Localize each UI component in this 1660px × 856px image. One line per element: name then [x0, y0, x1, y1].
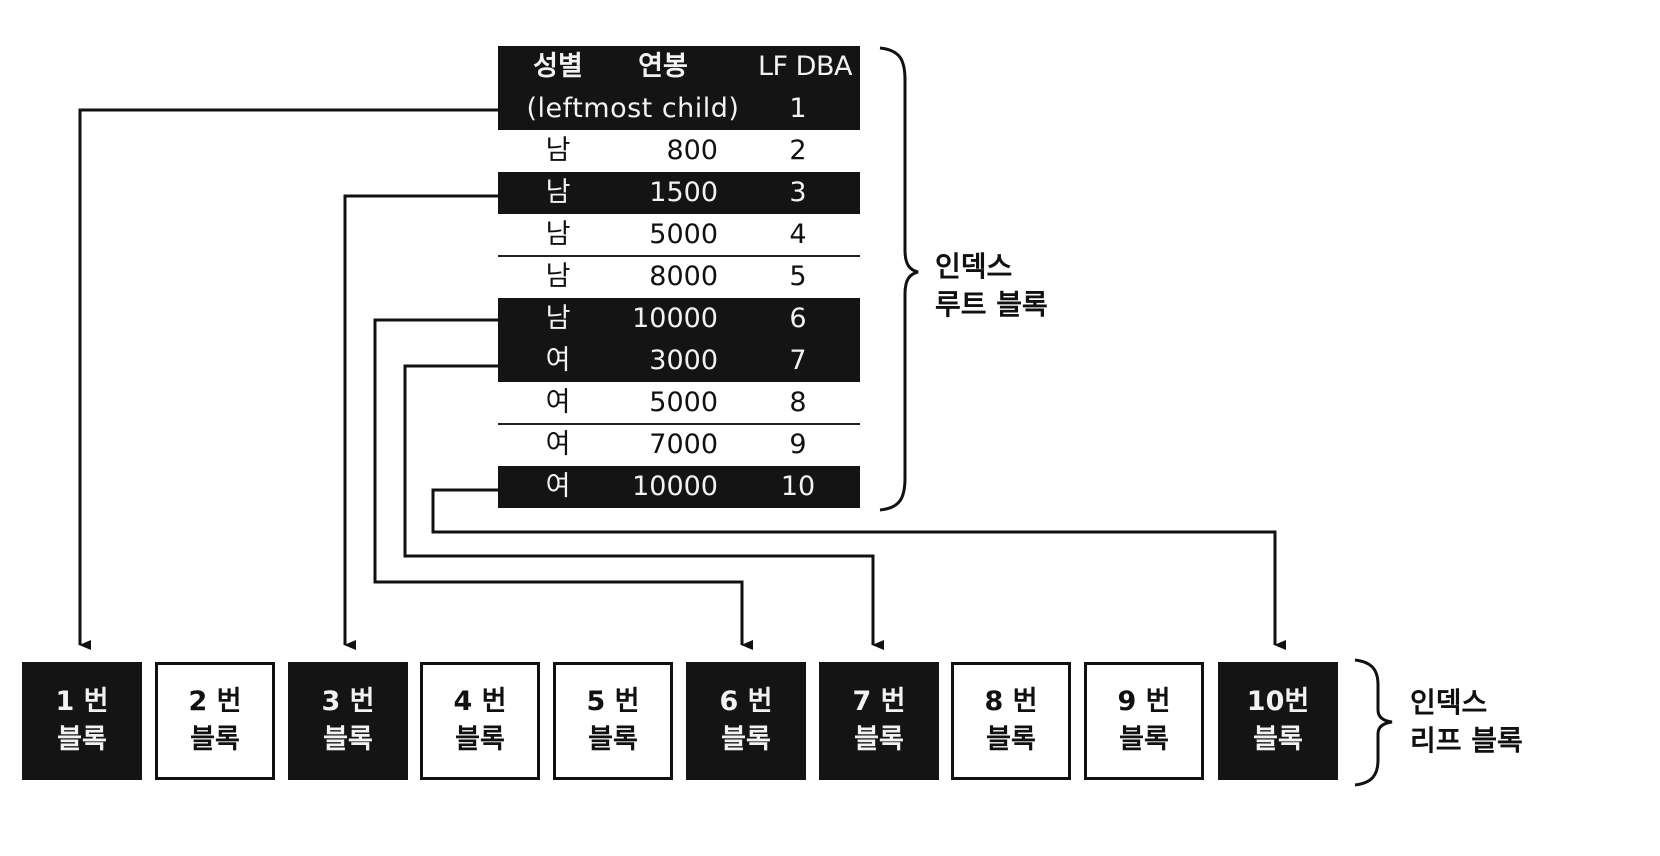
leaf-block-number: 3 번 [321, 686, 375, 717]
pointer-arrow-row-1500-to-block-3 [343, 194, 500, 650]
leaf-block-word: 블록 [854, 724, 904, 755]
root-table-row: 여 5000 8 [498, 382, 860, 424]
leaf-block-number: 9 번 [1117, 686, 1171, 717]
root-table-row: 남 5000 4 [498, 214, 860, 256]
leaf-block-word: 블록 [190, 724, 240, 755]
header-salary: 연봉 [638, 51, 688, 82]
row-salary: 10000 [632, 471, 718, 502]
row-gender: 남 [545, 135, 571, 166]
leaf-block-word: 블록 [1253, 724, 1303, 755]
pointer-arrow-row-10000m-to-block-6 [373, 318, 753, 650]
root-rows: 남 800 2 남 1500 3 남 5000 4 남 8000 5 남 10000 6 여 3000 7 여 500… [498, 130, 860, 508]
header-gender: 성별 [533, 51, 583, 82]
leaf-block-word: 블록 [588, 724, 638, 755]
row-salary: 800 [666, 135, 718, 166]
row-gender: 여 [545, 471, 571, 502]
leaf-block-word: 블록 [1119, 724, 1169, 755]
header-lf-dba: LF DBA [758, 51, 852, 82]
pointer-arrow-row-10000f-to-block-10 [431, 488, 1286, 650]
root-table-row: 여 7000 9 [498, 423, 860, 466]
root-block-brace [879, 46, 919, 512]
row-salary: 3000 [649, 345, 718, 376]
row-gender: 남 [545, 261, 571, 292]
row-lf-dba: 4 [789, 219, 807, 250]
row-lf-dba: 2 [789, 135, 807, 166]
row-salary: 10000 [632, 303, 718, 334]
leftmost-child-dba: 1 [789, 93, 807, 124]
row-salary: 7000 [649, 429, 718, 460]
leaf-label-line1: 인덱스 [1410, 686, 1488, 719]
root-table-header: 성별 연봉 LF DBA [498, 46, 860, 88]
root-table-row: 여 10000 10 [498, 466, 860, 508]
root-label-line1: 인덱스 [935, 250, 1013, 283]
leaf-block-brace [1354, 658, 1393, 787]
row-gender: 여 [545, 345, 571, 376]
leaf-block-number: 1 번 [55, 686, 109, 717]
leaf-block-number: 8 번 [984, 686, 1038, 717]
index-leaf-block-label: 인덱스 리프 블록 [1410, 684, 1523, 760]
root-table-row: 남 800 2 [498, 130, 860, 172]
pointer-arrow-row-3000f-to-block-7 [403, 364, 884, 650]
row-salary: 5000 [649, 219, 718, 250]
row-gender: 여 [545, 429, 571, 460]
row-lf-dba: 9 [789, 429, 807, 460]
leaf-block-word: 블록 [323, 724, 373, 755]
root-table-row: 남 8000 5 [498, 255, 860, 298]
row-lf-dba: 8 [789, 387, 807, 418]
row-lf-dba: 10 [780, 471, 816, 502]
leaf-block-number: 10번 [1246, 686, 1310, 717]
row-salary: 1500 [649, 177, 718, 208]
leaf-block-word: 블록 [57, 724, 107, 755]
leaf-label-line2: 리프 블록 [1410, 724, 1523, 757]
leaf-block-number: 7 번 [852, 686, 906, 717]
leaf-block-word: 블록 [455, 724, 505, 755]
leaf-block-word: 블록 [721, 724, 771, 755]
index-root-block-label: 인덱스 루트 블록 [935, 248, 1048, 324]
row-gender: 여 [545, 387, 571, 418]
root-row-leftmost-child: (leftmost child) 1 [498, 88, 860, 130]
row-gender: 남 [545, 303, 571, 334]
row-lf-dba: 5 [789, 261, 807, 292]
leftmost-child-text: (leftmost child) [526, 93, 740, 124]
row-salary: 8000 [649, 261, 718, 292]
row-lf-dba: 7 [789, 345, 807, 376]
leaf-block-number: 4 번 [453, 686, 507, 717]
row-lf-dba: 6 [789, 303, 807, 334]
leaf-block-number: 2 번 [188, 686, 242, 717]
root-table-row: 남 1500 3 [498, 172, 860, 214]
row-gender: 남 [545, 177, 571, 208]
pointer-arrow-leftmost-to-block-1 [78, 108, 500, 650]
root-table-row: 남 10000 6 [498, 298, 860, 340]
leaf-block-number: 5 번 [586, 686, 640, 717]
row-lf-dba: 3 [789, 177, 807, 208]
row-salary: 5000 [649, 387, 718, 418]
leaf-block-number: 6 번 [719, 686, 773, 717]
leaf-block-word: 블록 [986, 724, 1036, 755]
row-gender: 남 [545, 219, 571, 250]
root-table-row: 여 3000 7 [498, 340, 860, 382]
root-label-line2: 루트 블록 [935, 288, 1048, 321]
